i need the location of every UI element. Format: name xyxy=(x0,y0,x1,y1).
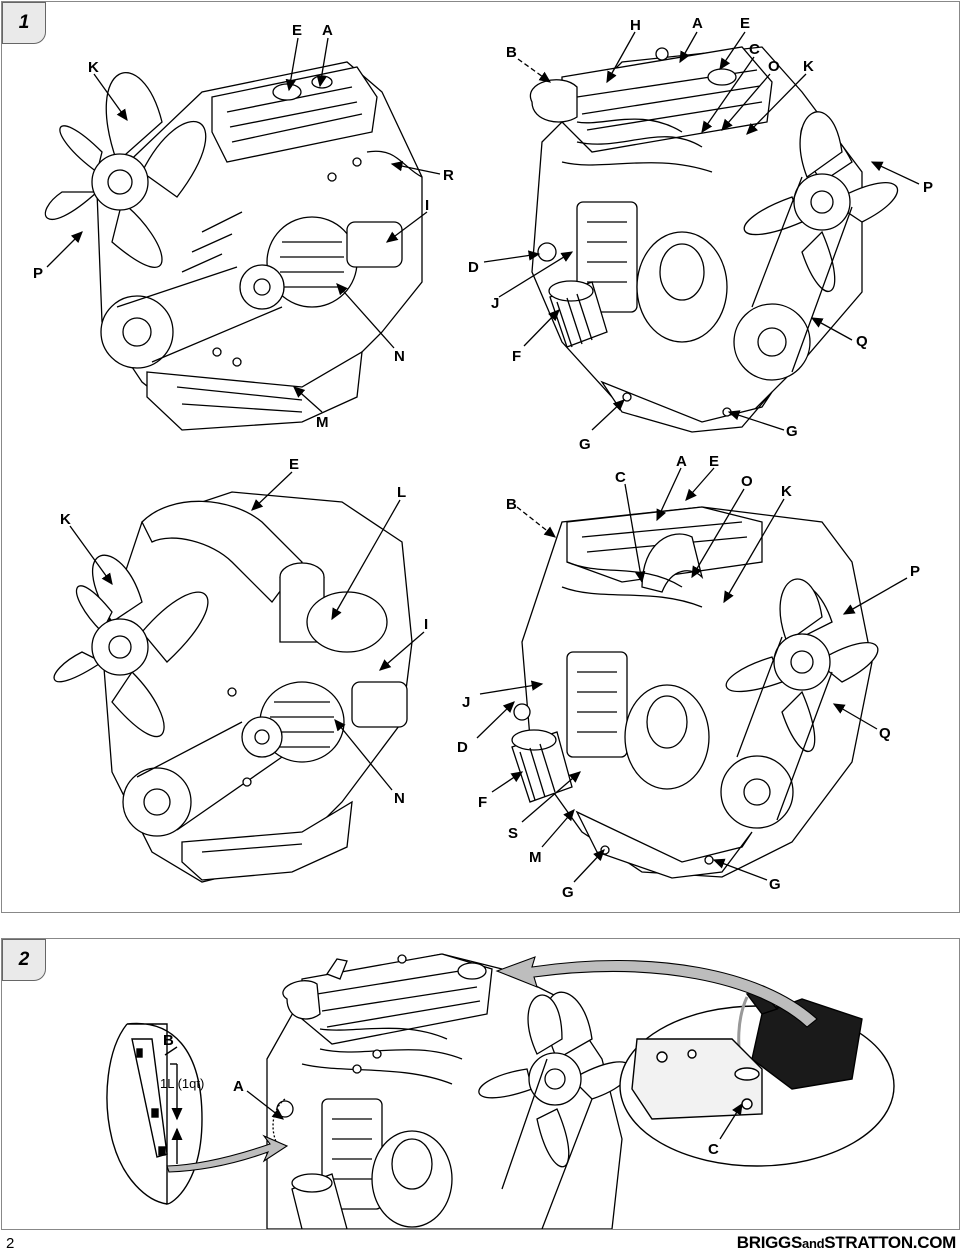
figure-2-panel: 2 xyxy=(1,938,960,1230)
callout-R: R xyxy=(443,167,454,184)
callout-J: J xyxy=(462,694,470,711)
figure-1-illustration: K E A R I P N M B H A E C O K P D J F Q … xyxy=(33,15,933,901)
callout-Q: Q xyxy=(856,333,868,350)
callout-P: P xyxy=(33,265,43,282)
callout-F: F xyxy=(512,348,521,365)
callout-D: D xyxy=(468,259,479,276)
figure-1-panel: 1 xyxy=(1,1,960,913)
callout-K: K xyxy=(803,58,814,75)
callout-H: H xyxy=(630,17,641,34)
engine-view-bottom-left xyxy=(53,491,413,883)
callout-B: B xyxy=(163,1032,174,1049)
callout-P: P xyxy=(910,563,920,580)
callout-O: O xyxy=(741,473,753,490)
callout-B: B xyxy=(506,44,517,61)
callout-D: D xyxy=(457,739,468,756)
engine-view-bottom-right xyxy=(511,506,879,879)
oil-fill-direction-arrow xyxy=(495,956,818,1028)
callout-E: E xyxy=(740,15,750,32)
callout-M: M xyxy=(316,414,329,431)
brand-middle: and xyxy=(802,1236,825,1251)
brand-suffix: STRATTON.COM xyxy=(824,1233,956,1252)
engine-view-top-left xyxy=(44,61,423,431)
callout-B: B xyxy=(506,496,517,513)
figure-2-illustration: B 1L (1qt) A C xyxy=(106,953,895,1229)
callout-P: P xyxy=(923,179,933,196)
callout-F: F xyxy=(478,794,487,811)
callout-A: A xyxy=(692,15,703,32)
callout-G: G xyxy=(786,423,798,440)
figure-2-number: 2 xyxy=(2,939,46,981)
callout-G: G xyxy=(769,876,781,893)
callout-K: K xyxy=(60,511,71,528)
callout-Q: Q xyxy=(879,725,891,742)
figure-1-number: 1 xyxy=(2,2,46,44)
figure-1-callout-letters: K E A R I P N M B H A E C O K P D J F Q … xyxy=(33,15,933,901)
callout-S: S xyxy=(508,825,518,842)
callout-O: O xyxy=(768,58,780,75)
dipstick-handle xyxy=(276,1100,294,1118)
callout-N: N xyxy=(394,348,405,365)
figure-1-callouts xyxy=(46,31,920,883)
callout-N: N xyxy=(394,790,405,807)
callout-I: I xyxy=(425,197,429,214)
callout-A: A xyxy=(322,22,333,39)
callout-A: A xyxy=(233,1078,244,1095)
oil-fill-cap xyxy=(457,962,487,980)
callout-K: K xyxy=(88,59,99,76)
callout-L: L xyxy=(397,484,406,501)
callout-G: G xyxy=(579,436,591,453)
callout-M: M xyxy=(529,849,542,866)
callout-E: E xyxy=(292,22,302,39)
callout-E: E xyxy=(289,456,299,473)
engine-view-oil-fill xyxy=(266,953,632,1229)
dipstick-capacity-label: 1L (1qt) xyxy=(160,1076,204,1091)
callout-G: G xyxy=(562,884,574,901)
oil-fill-inset xyxy=(619,990,895,1167)
callout-K: K xyxy=(781,483,792,500)
dipstick-inset xyxy=(106,1022,203,1205)
callout-C: C xyxy=(615,469,626,486)
engine-view-top-right xyxy=(529,46,899,433)
brand-prefix: BRIGGS xyxy=(736,1233,803,1252)
callout-C: C xyxy=(708,1141,719,1158)
callout-I: I xyxy=(424,616,428,633)
callout-A: A xyxy=(676,453,687,470)
brand-url: BRIGGSandSTRATTON.COM xyxy=(736,1233,957,1253)
page-number: 2 xyxy=(6,1235,15,1252)
dipstick-direction-arrow xyxy=(166,1134,289,1173)
callout-C: C xyxy=(749,41,760,58)
callout-E: E xyxy=(709,453,719,470)
callout-J: J xyxy=(491,295,499,312)
